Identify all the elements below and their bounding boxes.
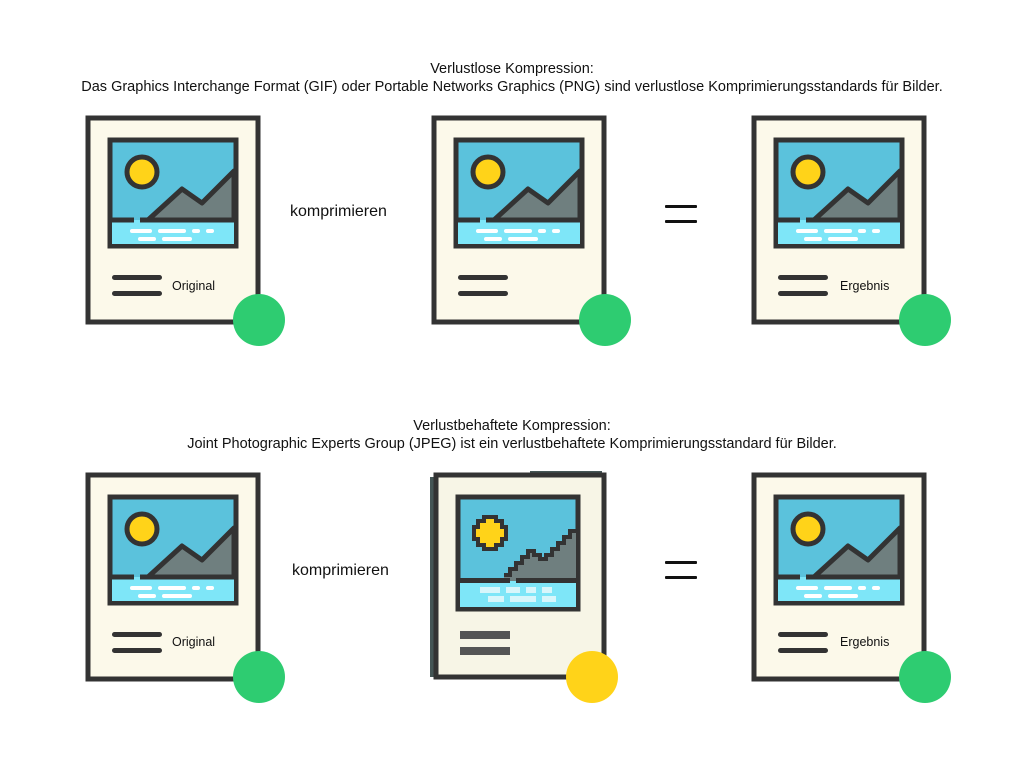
image-document-icon	[85, 115, 285, 346]
lossless-result-card: Ergebnis	[751, 115, 952, 348]
lossy-title: Verlustbehaftete Kompression:	[413, 418, 611, 434]
lossy-description: Joint Photographic Experts Group (JPEG) …	[187, 436, 837, 452]
status-dot-icon	[233, 651, 285, 703]
image-document-icon	[751, 472, 951, 703]
lossy-result-card: Ergebnis	[751, 472, 952, 705]
lossless-original-card: Original	[85, 115, 286, 348]
lossy-original-card: Original	[85, 472, 286, 705]
status-dot-icon	[899, 294, 951, 346]
status-dot-icon	[899, 651, 951, 703]
lossless-compress-label: komprimieren	[290, 203, 387, 220]
status-dot-icon	[579, 294, 631, 346]
lossy-result-label: Ergebnis	[840, 635, 890, 649]
image-document-icon	[431, 115, 631, 346]
lossless-heading: Verlustlose Kompression: Das Graphics In…	[0, 60, 1024, 96]
equals-icon	[665, 205, 697, 223]
lossless-title: Verlustlose Kompression:	[430, 61, 594, 77]
image-document-icon	[751, 115, 951, 346]
image-document-icon	[430, 471, 618, 703]
image-document-icon	[85, 472, 285, 703]
lossy-compressed-card	[430, 471, 630, 707]
status-dot-icon	[233, 294, 285, 346]
lossless-original-label: Original	[172, 279, 216, 293]
equals-icon	[665, 561, 697, 579]
lossless-description: Das Graphics Interchange Format (GIF) od…	[81, 79, 943, 95]
lossy-heading: Verlustbehaftete Kompression: Joint Phot…	[0, 417, 1024, 453]
status-dot-icon	[566, 651, 618, 703]
lossless-result-label: Ergebnis	[840, 279, 890, 293]
lossy-compress-label: komprimieren	[292, 562, 389, 579]
lossless-compressed-card	[431, 115, 632, 348]
lossy-original-label: Original	[172, 635, 216, 649]
